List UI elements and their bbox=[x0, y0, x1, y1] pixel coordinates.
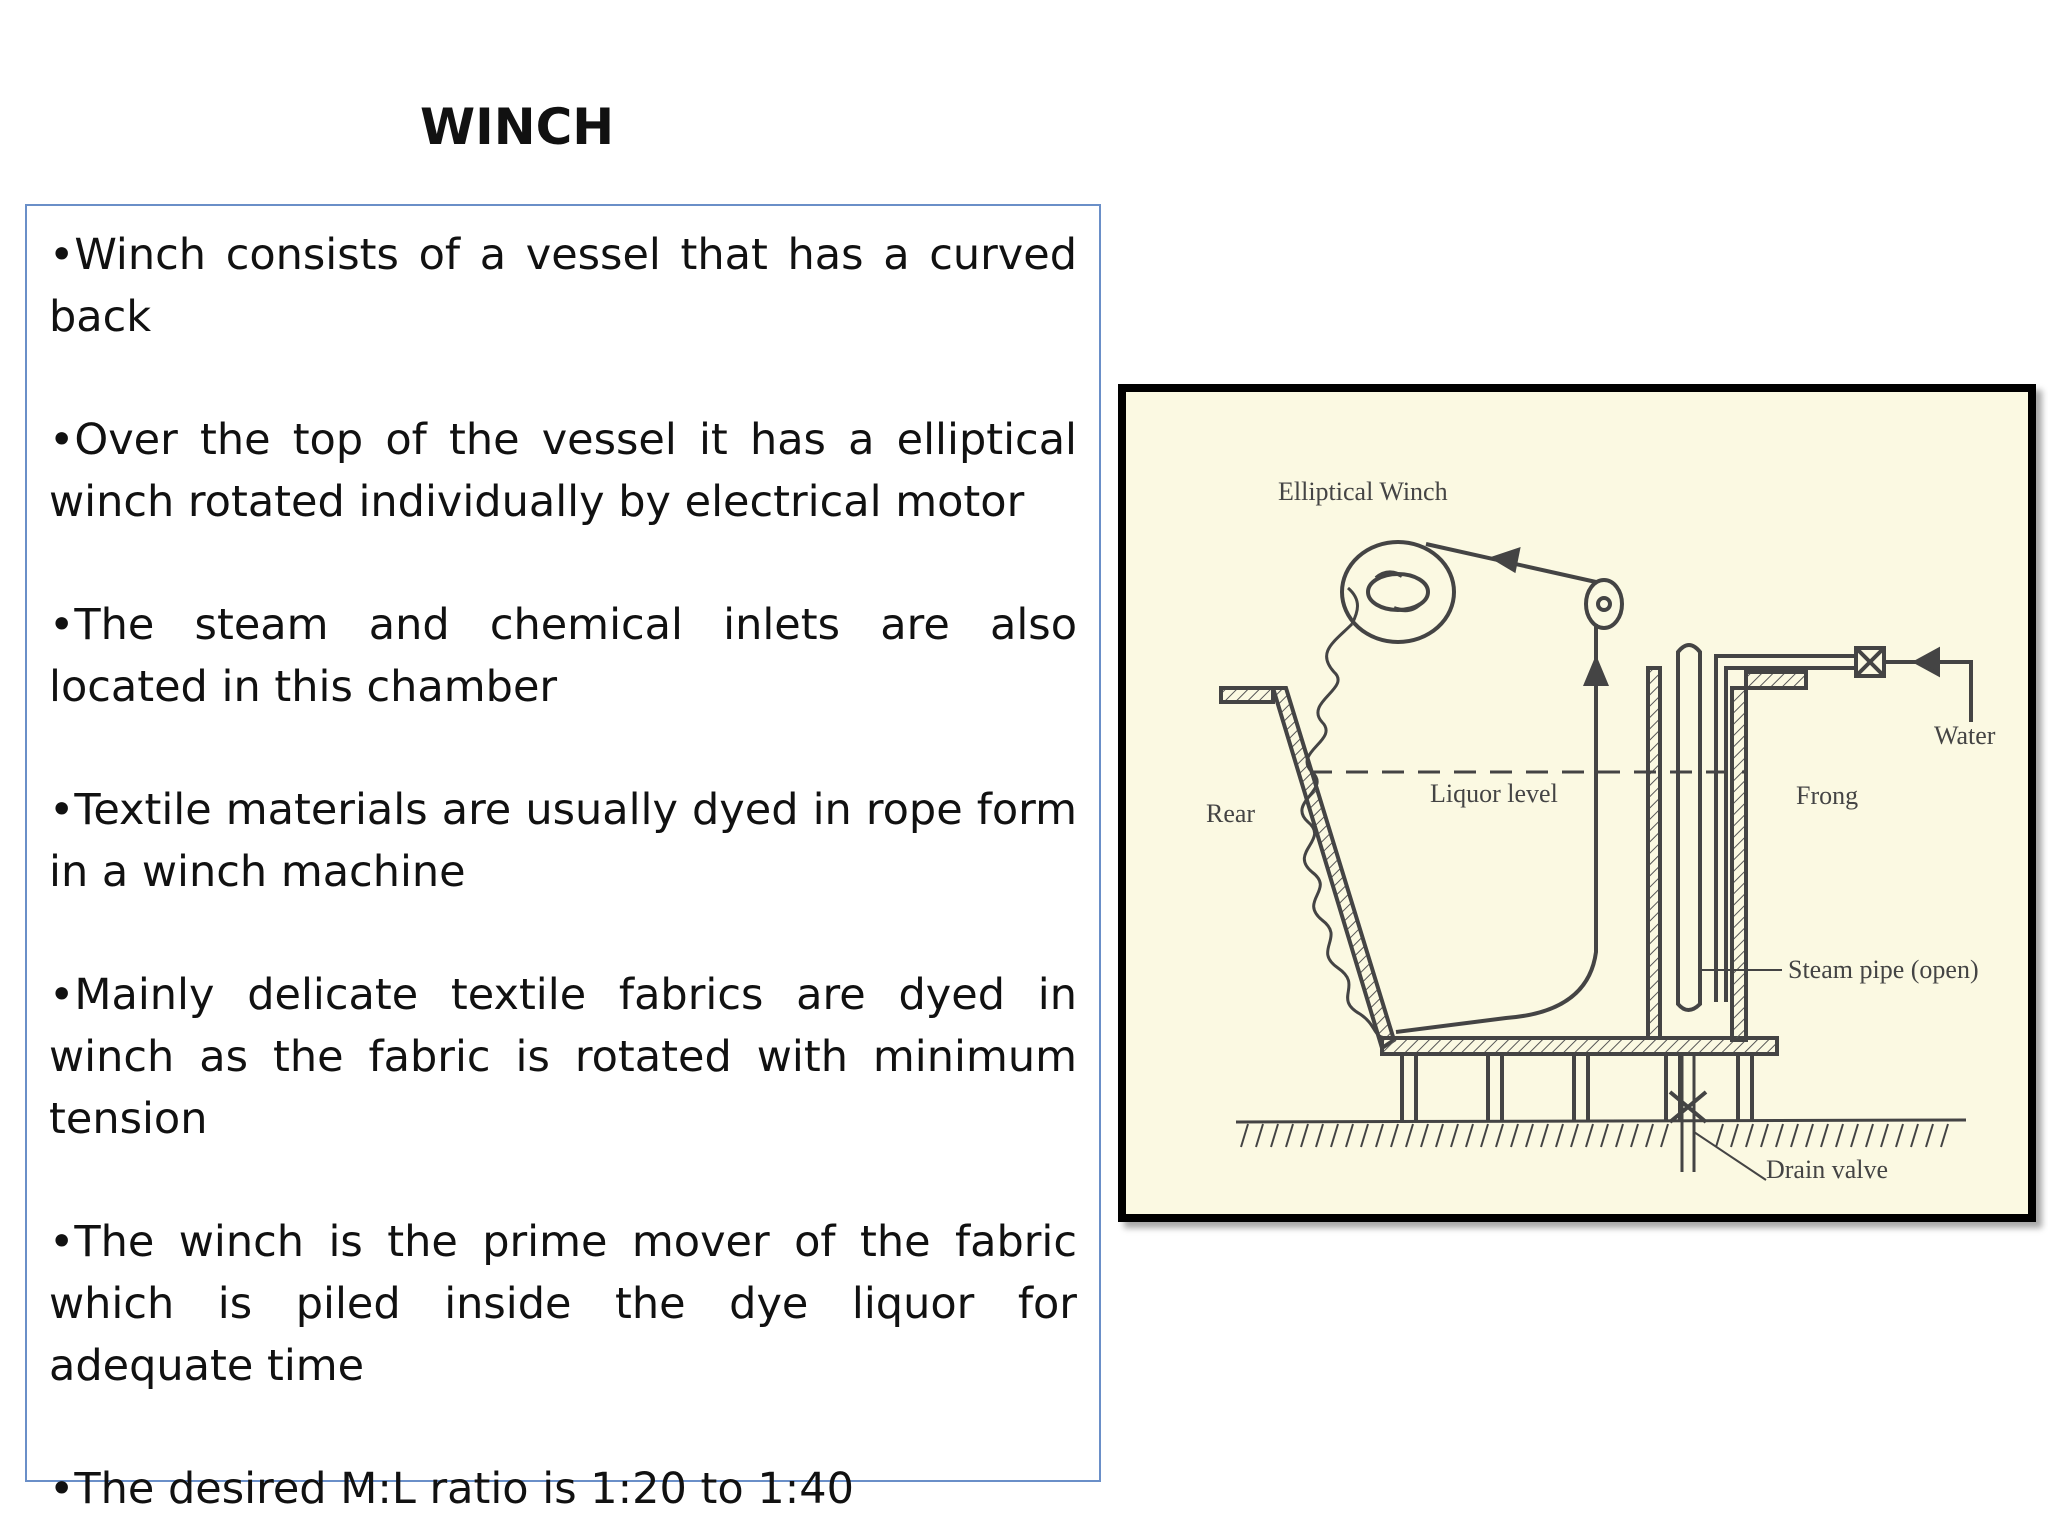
water-pipe bbox=[1714, 654, 1856, 1002]
front-wall bbox=[1730, 686, 1748, 1042]
label-front: Frong bbox=[1796, 781, 1858, 810]
curved-back-wall bbox=[1270, 686, 1397, 1052]
label-elliptical-winch: Elliptical Winch bbox=[1278, 477, 1448, 506]
label-liquor-level: Liquor level bbox=[1430, 779, 1558, 808]
label-steam-pipe: Steam pipe (open) bbox=[1788, 955, 1979, 984]
winch-diagram: Elliptical Winch Water Rear Liquor level… bbox=[1206, 477, 1996, 1184]
bullet-item: •The winch is the prime mover of the fab… bbox=[49, 1217, 1077, 1391]
vessel-bottom bbox=[1380, 1036, 1779, 1056]
water-arrow-icon bbox=[1926, 660, 1973, 722]
bullet-item: •The desired M:L ratio is 1:20 to 1:40 bbox=[49, 1464, 854, 1514]
floor-hatching bbox=[1240, 1123, 1949, 1148]
label-drain-valve: Drain valve bbox=[1766, 1155, 1888, 1184]
winch-diagram-figure: Elliptical Winch Water Rear Liquor level… bbox=[1118, 384, 2036, 1222]
label-rear: Rear bbox=[1206, 799, 1255, 828]
partition bbox=[1646, 666, 1662, 1040]
bullet-item: •Textile materials are usually dyed in r… bbox=[49, 785, 1077, 897]
steam-pipe bbox=[1676, 643, 1702, 1012]
elliptical-winch-icon bbox=[1340, 540, 1456, 644]
guide-roller-icon bbox=[1584, 578, 1624, 630]
bullet-item: •The steam and chemical inlets are also … bbox=[49, 600, 1077, 712]
rear-rim bbox=[1219, 686, 1275, 704]
drain-valve-icon bbox=[1668, 1090, 1708, 1124]
bullet-item: •Over the top of the vessel it has a ell… bbox=[49, 415, 1077, 527]
front-rim bbox=[1744, 670, 1808, 690]
slide-title: WINCH bbox=[420, 98, 615, 156]
bullet-list: •Winch consists of a vessel that has a c… bbox=[25, 204, 1101, 1514]
bullet-item: •Winch consists of a vessel that has a c… bbox=[49, 230, 1077, 342]
fabric-pile bbox=[1300, 622, 1389, 1040]
water-pipe-inner bbox=[1724, 666, 1856, 1002]
bullet-item: •Mainly delicate textile fabrics are dye… bbox=[49, 970, 1077, 1144]
floor-line bbox=[1235, 1118, 1967, 1124]
fabric-loop bbox=[1395, 624, 1598, 1034]
label-water: Water bbox=[1934, 721, 1996, 750]
